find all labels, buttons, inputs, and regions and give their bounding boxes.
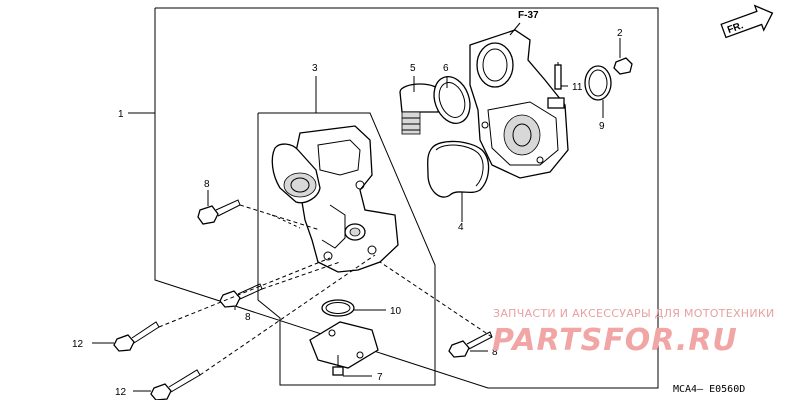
front-direction-label: FR. [726,20,745,36]
cover-plate-part [309,321,379,369]
assembly-frame-1 [154,7,659,389]
callout-11: 11 [572,82,583,93]
seal-ring-6 [433,76,471,124]
thermostat-part [399,83,441,135]
front-direction-indicator: FR. [720,4,774,39]
callout-1: 1 [118,109,124,120]
callout-8-middle: 8 [245,312,251,323]
callout-8-right: 8 [492,347,498,358]
callout-9: 9 [599,121,605,132]
gasket-4 [427,140,490,198]
watermark-site: PARTSFOR.RU [492,323,738,358]
leader-lines [92,22,621,392]
callout-7: 7 [377,372,383,383]
assembly-frame-3 [257,112,436,386]
callout-2: 2 [617,28,623,39]
callout-8-upper: 8 [204,179,210,190]
callout-12-lower: 12 [115,387,127,398]
diagram-code: MCA4— E0560D [673,384,745,395]
bolt-7 [332,355,344,376]
callout-12-upper: 12 [72,339,84,350]
callout-6: 6 [443,63,449,74]
pin-11 [554,62,562,90]
water-pump-body-part [469,29,569,179]
watermark-caption: ЗАПЧАСТИ И АКСЕССУАРЫ ДЛЯ МОТОТЕХНИКИ [493,307,775,320]
bolt-8-right [448,331,493,358]
callout-5: 5 [410,63,416,74]
reference-label: F-37 [518,10,539,21]
callout-10: 10 [390,306,402,317]
callout-3: 3 [312,63,318,74]
bolt-8-middle [219,283,263,308]
callout-4: 4 [458,222,464,233]
bolt-12-lower [150,369,201,400]
bolt-8-upper [197,199,241,225]
thermostat-housing-part [271,125,399,273]
part-2-fitting [613,57,633,75]
bolt-12-upper [113,321,160,352]
